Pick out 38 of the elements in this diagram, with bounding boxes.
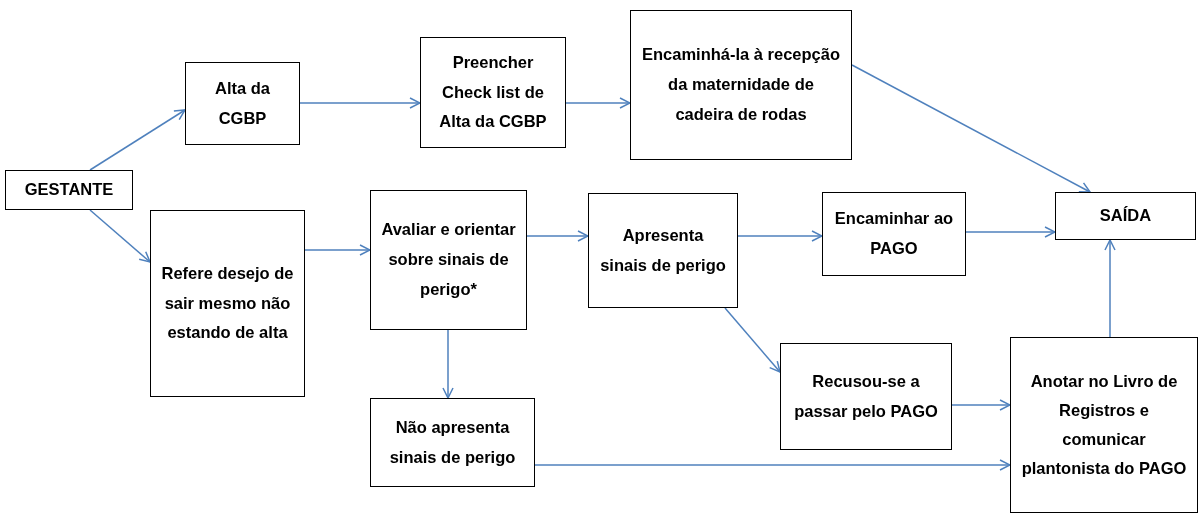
arrow <box>304 244 371 256</box>
box-text: Preencher Check list de Alta da CGBP <box>438 51 548 133</box>
process-box <box>370 398 535 487</box>
box-text: Refere desejo de sair mesmo não estando de alta <box>160 262 295 344</box>
process-box <box>1010 337 1198 513</box>
box-text: Avaliar e orientar sobre sinais de perigo* <box>380 219 517 300</box>
box-text: Recusou-se a passar pelo PAGO <box>793 370 939 422</box>
process-box <box>630 10 852 160</box>
process-box <box>185 62 300 145</box>
box-text: GESTANTE <box>24 179 114 201</box>
process-box <box>588 193 738 308</box>
process-box <box>1055 192 1196 240</box>
box-text: SAÍDA <box>1099 205 1152 227</box>
arrow <box>951 399 1011 411</box>
process-box <box>822 192 966 276</box>
arrow <box>1104 239 1116 338</box>
box-text: Anotar no Livro de Registros e comunicar plantonista do PAGO <box>1020 371 1188 479</box>
process-box <box>420 37 566 148</box>
process-box <box>5 170 133 210</box>
box-text: Encaminhá-la à recepção da maternidade de cadeira de rodas <box>640 44 842 125</box>
box-text: Alta da CGBP <box>214 77 271 129</box>
arrow <box>737 230 823 242</box>
box-text: Não apresenta sinais de perigo <box>388 416 517 468</box>
arrow <box>965 226 1056 238</box>
arrow <box>89 109 186 171</box>
arrow <box>534 459 1011 471</box>
arrow <box>526 230 589 242</box>
arrow <box>565 97 631 109</box>
arrow <box>299 97 421 109</box>
arrow <box>89 209 151 263</box>
box-text: Encaminhar ao PAGO <box>833 208 955 259</box>
arrow <box>442 329 454 399</box>
process-box <box>150 210 305 397</box>
box-text: Apresenta sinais de perigo <box>599 224 727 276</box>
arrow <box>724 307 781 373</box>
process-box <box>780 343 952 450</box>
arrow <box>851 64 1091 193</box>
process-box <box>370 190 527 330</box>
